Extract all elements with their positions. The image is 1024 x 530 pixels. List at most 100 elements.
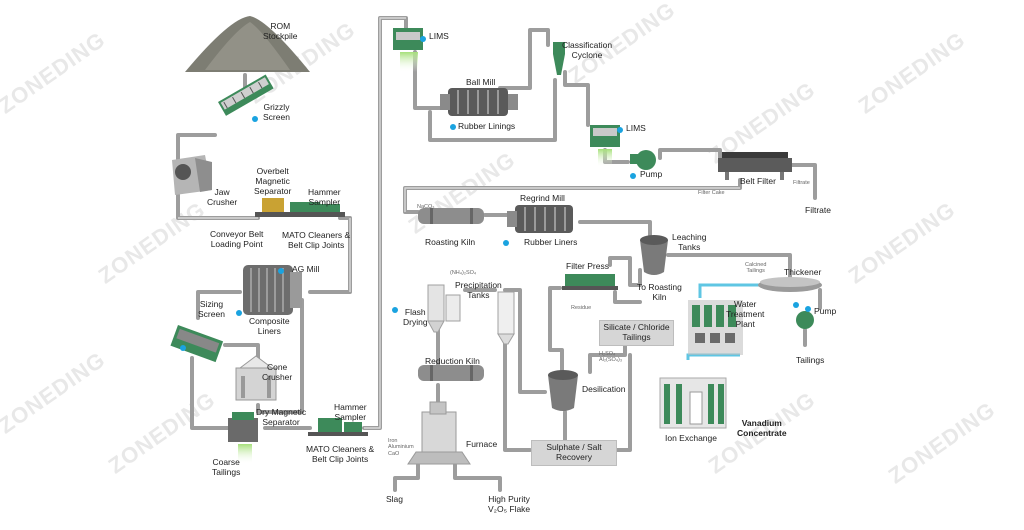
label-rubber-liners: Rubber Liners — [524, 237, 578, 247]
indicator-dot — [617, 127, 623, 133]
label-ion-exchange: Ion Exchange — [665, 433, 717, 443]
label-hammer-sampler-1: Hammer Sampler — [308, 187, 341, 207]
pipe-furnace-slag — [393, 463, 420, 492]
dry-mag-separator-shape — [228, 412, 258, 464]
indicator-dot — [278, 268, 284, 274]
pipe-furnace-highpurity — [453, 463, 502, 492]
label-vanadium-concentrate: Vanadium Concentrate — [737, 418, 787, 438]
label-conveyor-loading-point: Conveyor Belt Loading Point — [210, 229, 264, 249]
pipe-water-ion — [686, 353, 740, 360]
indicator-dot — [450, 124, 456, 130]
sampler-belt-shape — [308, 418, 368, 436]
pipe-filterpress-desil — [548, 286, 564, 372]
label-rubber-linings: Rubber Linings — [458, 121, 516, 131]
pipe-cyclone-lims2 — [563, 70, 590, 127]
label-filter-press: Filter Press — [566, 261, 609, 271]
indicator-dot — [236, 310, 242, 316]
pump-1-shape — [630, 150, 656, 170]
pipe-grizzly-jaw — [176, 133, 217, 162]
label-jaw-crusher: Jaw Crusher — [207, 187, 238, 207]
pipe-leaching-thickener — [666, 253, 792, 280]
indicator-dot — [252, 116, 258, 122]
conveyor-shape — [255, 198, 345, 217]
label-tailings: Tailings — [796, 355, 825, 365]
label-leaching-tanks: Leaching Tanks — [672, 232, 707, 252]
label-to-roasting-kiln: To Roasting Kiln — [637, 282, 682, 302]
label-h2so4: H₂SO₄ Al₂(SO₄)₃ — [599, 351, 623, 364]
pipe-leaching-filterpress — [608, 256, 642, 287]
label-sizing-screen: Sizing Screen — [198, 299, 225, 319]
sizing-screen-shape — [170, 325, 224, 363]
label-precipitation-tanks: Precipitation Tanks — [455, 280, 502, 300]
indicator-dot — [503, 240, 509, 246]
label-dry-mag-separator: Dry Magnetic Separator — [256, 407, 307, 427]
indicator-dot — [630, 173, 636, 179]
roasting-kiln-shape — [418, 208, 484, 224]
pipe-agmill-sizing — [196, 290, 242, 320]
pipe-sizing-cone — [223, 343, 260, 364]
label-calcined-tailings: Calcined Tailings — [745, 262, 767, 275]
water-treatment-shape — [688, 300, 743, 355]
pipe-regrind-leaching — [578, 220, 652, 237]
indicator-dot — [420, 36, 426, 42]
label-filter-cake: Filter Cake — [698, 190, 725, 196]
leaching-tank-shape — [640, 235, 668, 275]
pipe-riser-lims — [362, 16, 408, 430]
pipe-filtrate — [788, 163, 817, 200]
lims-2-shape — [590, 125, 620, 167]
label-iron-aluminium: Iron Aluminium CaO — [388, 438, 414, 457]
silicate-chloride-box: Silicate / Chloride Tailings — [599, 320, 674, 346]
label-hammer-sampler-2: Hammer Sampler — [334, 402, 367, 422]
thickener-shape — [758, 277, 822, 292]
cone-crusher-shape — [235, 355, 277, 401]
label-filtrate-small: Filtrate — [793, 180, 810, 186]
label-pump-2: Pump — [814, 306, 837, 316]
pump-2-shape — [796, 311, 814, 329]
pipe-silicate-desil — [588, 340, 627, 374]
ball-mill-shape — [440, 88, 518, 116]
regrind-mill-shape — [507, 205, 573, 233]
label-roasting-kiln: Roasting Kiln — [425, 237, 476, 247]
label-cyclone: Classification Cyclone — [562, 40, 613, 60]
label-flash-drying: Flash Drying — [403, 307, 428, 327]
pipe-cyclone-return — [428, 78, 557, 142]
cyclone-shape — [553, 42, 565, 75]
label-thickener: Thickener — [784, 267, 822, 277]
flash-drying-shape — [427, 284, 461, 333]
label-lims-1: LIMS — [429, 31, 449, 41]
furnace-shape — [407, 401, 471, 465]
label-filtrate: Filtrate — [805, 205, 831, 215]
label-residue: Residue — [571, 305, 592, 311]
rom-stockpile-shape — [185, 16, 310, 72]
pipe-ballmill-cyclone — [498, 28, 550, 90]
label-ball-mill: Ball Mill — [466, 77, 496, 87]
label-composite-liners: Composite Liners — [249, 316, 290, 336]
label-desilication: Desilication — [582, 384, 626, 394]
ag-mill-shape — [243, 265, 302, 315]
filter-press-shape — [562, 274, 618, 290]
label-water-treatment: Water Treatment Plant — [726, 299, 765, 329]
pipe-sizing-drymag — [190, 356, 230, 430]
label-reduction-kiln: Reduction Kiln — [425, 356, 480, 366]
indicator-dot — [392, 307, 398, 313]
label-belt-filter: Belt Filter — [740, 176, 776, 186]
reduction-kiln-shape — [418, 365, 484, 381]
label-nh4so4: (NH₄)₂SO₄ — [450, 270, 477, 276]
label-slag: Slag — [386, 494, 404, 504]
label-cone-crusher: Cone Crusher — [262, 362, 293, 382]
label-ag-mill: AG Mill — [292, 264, 320, 274]
label-grizzly-screen: Grizzly Screen — [263, 102, 290, 122]
pipe-sulphate-right — [613, 353, 632, 452]
pipe-cone-agmill — [256, 298, 304, 414]
pipe-toroasting — [613, 290, 642, 304]
label-rom-stockpile: ROM Stockpile — [263, 21, 298, 41]
indicator-dot — [805, 306, 811, 312]
label-mato-cleaners-1: MATO Cleaners & Belt Clip Joints — [282, 230, 351, 250]
label-na2co3: NaCO₃ — [417, 204, 435, 210]
label-coarse-tailings: Coarse Tailings — [212, 457, 241, 477]
label-high-purity-flake: High Purity V₂O₅ Flake — [488, 494, 531, 514]
grizzly-screen-shape — [218, 74, 274, 116]
indicator-dot — [180, 345, 186, 351]
indicator-dot — [793, 302, 799, 308]
